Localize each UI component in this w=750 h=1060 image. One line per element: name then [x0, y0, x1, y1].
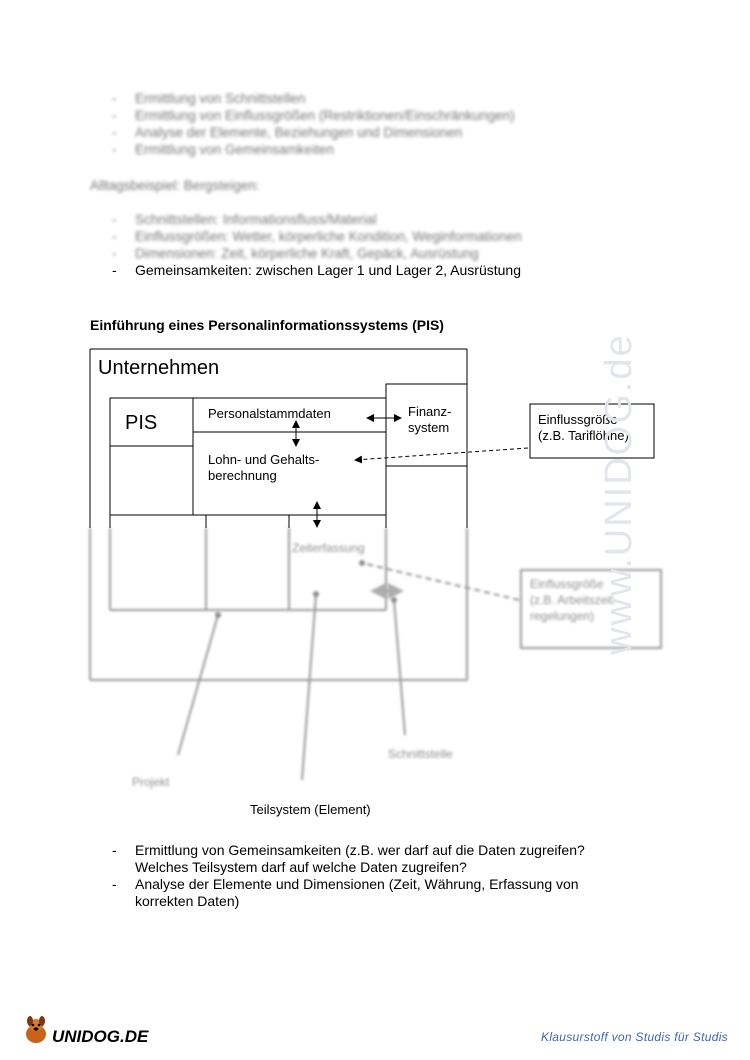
influence-2-line3: regelungen) [530, 609, 594, 623]
influence-box-2 [520, 569, 662, 649]
influence-2-line2: (z.B. Arbeitszeit- [530, 593, 617, 607]
list-item: -Ermittlung von Gemeinsamkeiten (z.B. we… [112, 842, 585, 858]
list-item-continuation: Welches Teilsystem darf auf welche Daten… [135, 859, 467, 875]
master-data-label: Personalstammdaten [208, 406, 331, 421]
bottom-list: -Ermittlung von Gemeinsamkeiten (z.B. we… [112, 842, 585, 910]
influence-1-line2: (z.B. Tariflöhne) [538, 428, 629, 443]
list-item: -Ermittlung von Gemeinsamkeiten [112, 142, 334, 157]
footer-logo-text: UNIDOG.DE [52, 1027, 149, 1046]
list-item: -Ermittlung von Einflussgrößen (Restrikt… [112, 108, 515, 123]
pis-label: PIS [125, 412, 157, 434]
footer-logo: UNIDOG.DE [22, 1012, 152, 1053]
time-tracking-label: Zeiterfassung [292, 541, 365, 555]
influence-box-1 [529, 403, 655, 459]
payroll-label-1: Lohn- und Gehalts- [208, 452, 319, 467]
diagram-blurred: Zeiterfassung Einflussgröße (z.B. Arbeit… [89, 528, 662, 789]
company-label: Unternehmen [98, 357, 219, 379]
interface-dot [391, 597, 397, 603]
list-item: -Analyse der Elemente und Dimensionen (Z… [112, 876, 579, 892]
influence-1-link [354, 447, 529, 464]
subsystem-label: Teilsystem (Element) [250, 802, 371, 817]
list-item: -Analyse der Elemente, Beziehungen und D… [112, 125, 463, 140]
top-list: -Ermittlung von Schnittstellen -Ermittlu… [112, 90, 515, 158]
diagram-sharp-text: Unternehmen PIS Personalstammdaten Finan… [98, 357, 629, 817]
list-item: -Ermittlung von Schnittstellen [112, 91, 306, 106]
influence-2-line1: Einflussgröße [530, 577, 604, 591]
project-pointer [177, 614, 219, 756]
section-title: Einführung eines Personalinformationssys… [90, 317, 444, 333]
time-dot [359, 560, 365, 566]
footer-text: Klausurstoff von Studis für Studis [541, 1030, 728, 1044]
influence-2-link [361, 562, 520, 601]
project-label: Projekt [132, 775, 170, 789]
dog-logo-icon: UNIDOG.DE [26, 1016, 149, 1046]
subsystem-pointer [301, 593, 317, 781]
list-item: -Schnittstellen: Informationsfluss/Mater… [112, 212, 377, 227]
diagram-sharp [89, 348, 655, 528]
watermark: www.UNIDOG.de [598, 333, 640, 655]
payroll-label-2: berechnung [208, 468, 277, 483]
list-item: -Dimensionen: Zeit, körperliche Kraft, G… [112, 246, 479, 261]
interface-label: Schnittstelle [388, 747, 453, 761]
influence-1-line1: Einflussgröße [538, 412, 617, 427]
example-label: Alltagsbeispiel: Bergsteigen: [90, 178, 260, 193]
finance-box [385, 383, 468, 467]
project-dot [215, 612, 221, 618]
list-item: -Gemeinsamkeiten: zwischen Lager 1 und L… [112, 262, 522, 278]
subsystem-dot [313, 591, 319, 597]
example-list: -Schnittstellen: Informationsfluss/Mater… [112, 211, 522, 279]
finance-label-2: system [408, 420, 449, 435]
interface-pointer [393, 599, 406, 736]
finance-label-1: Finanz- [408, 404, 451, 419]
list-item-continuation: korrekten Daten) [135, 893, 240, 909]
list-item: -Einflussgrößen: Wetter, körperliche Kon… [112, 229, 522, 244]
